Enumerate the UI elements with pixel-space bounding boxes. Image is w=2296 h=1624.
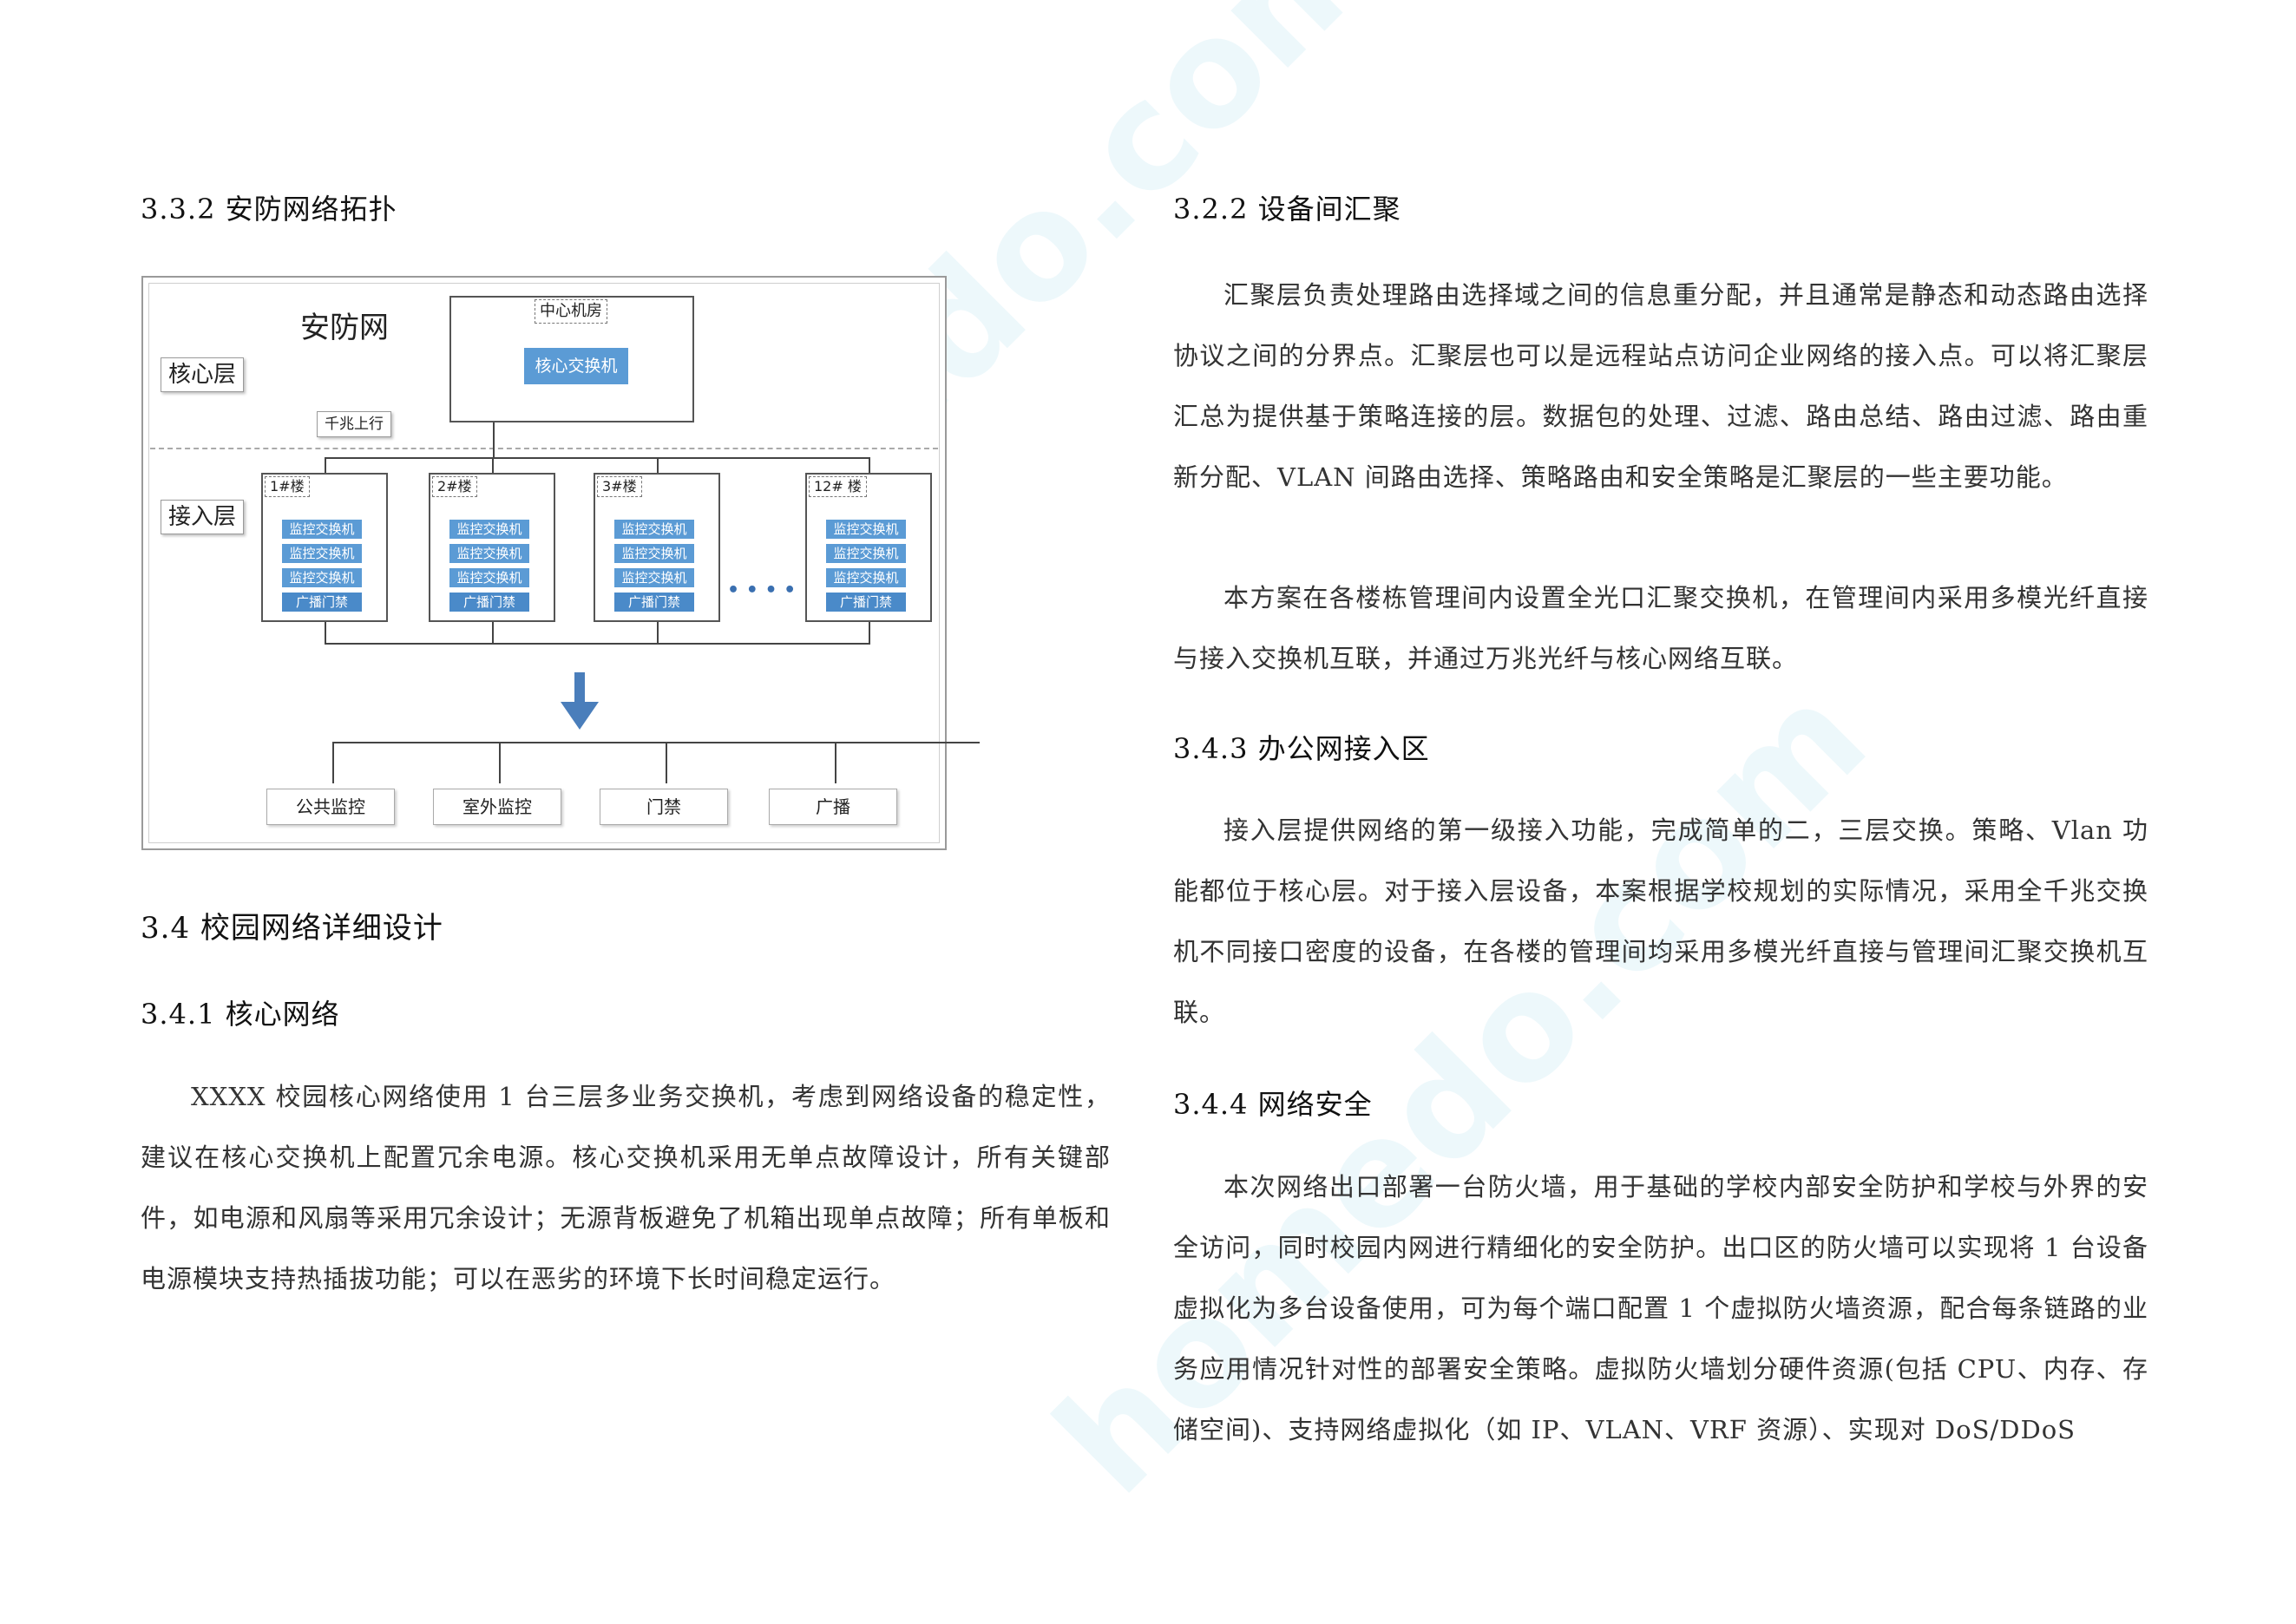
broadcast-access-item: 广播门禁 xyxy=(826,593,906,612)
top-bus-line xyxy=(325,457,869,459)
up-b1 xyxy=(325,622,326,643)
paragraph-aggregation-1: 汇聚层负责处理路由选择域之间的信息重分配，并且通常是静态和动态路由选择协议之间的… xyxy=(1173,280,2148,492)
broadcast-access-item: 广播门禁 xyxy=(282,593,362,612)
access-layer-label: 接入层 xyxy=(161,500,245,534)
building-name: 3#楼 xyxy=(597,476,642,497)
security-network-diagram: 安防网 核心层 接入层 中心机房 核心交换机 千兆上行 1#楼 监控交换机 监控… xyxy=(141,276,980,850)
up-b2 xyxy=(492,622,494,643)
building-2-box: 2#楼 监控交换机 监控交换机 监控交换机 广播门禁 xyxy=(429,473,555,622)
switch-item: 监控交换机 xyxy=(282,544,362,563)
broadcast-access-item: 广播门禁 xyxy=(614,593,694,612)
output-drop-4 xyxy=(835,742,836,783)
heading-3-4-4: 3.4.4 网络安全 xyxy=(1173,1088,1373,1121)
output-outdoor-monitoring: 室外监控 xyxy=(433,789,561,825)
uplink-label: 千兆上行 xyxy=(317,411,391,437)
down-arrow-icon xyxy=(561,672,599,730)
broadcast-access-item: 广播门禁 xyxy=(449,593,529,612)
drop-b1 xyxy=(325,457,326,473)
switch-item: 监控交换机 xyxy=(826,568,906,587)
switch-item: 监控交换机 xyxy=(449,544,529,563)
building-12-box: 12# 楼 监控交换机 监控交换机 监控交换机 广播门禁 xyxy=(805,473,932,622)
heading-3-4-1: 3.4.1 核心网络 xyxy=(141,998,340,1031)
building-3-box: 3#楼 监控交换机 监控交换机 监控交换机 广播门禁 xyxy=(594,473,720,622)
switch-item: 监控交换机 xyxy=(282,568,362,587)
drop-b12 xyxy=(869,457,870,473)
center-room-box: 中心机房 核心交换机 xyxy=(449,296,694,422)
switch-item: 监控交换机 xyxy=(449,568,529,587)
paragraph-core-network: XXXX 校园核心网络使用 1 台三层多业务交换机，考虑到网络设备的稳定性，建议… xyxy=(141,1082,1111,1293)
switch-item: 监控交换机 xyxy=(614,544,694,563)
output-bus-line xyxy=(332,742,980,743)
building-1-box: 1#楼 监控交换机 监控交换机 监控交换机 广播门禁 xyxy=(261,473,388,622)
switch-item: 监控交换机 xyxy=(449,520,529,539)
layer-divider xyxy=(150,448,938,449)
buildings-ellipsis: • • • • xyxy=(727,580,797,601)
heading-3-2-2: 3.2.2 设备间汇聚 xyxy=(1173,193,1401,226)
building-name: 1#楼 xyxy=(265,476,310,497)
core-layer-label: 核心层 xyxy=(161,357,245,392)
bottom-bus-line xyxy=(325,643,870,645)
heading-3-4: 3.4 校园网络详细设计 xyxy=(141,911,443,946)
switch-item: 监控交换机 xyxy=(826,544,906,563)
output-broadcast: 广播 xyxy=(769,789,897,825)
drop-b3 xyxy=(657,457,659,473)
switch-item: 监控交换机 xyxy=(614,520,694,539)
up-b3 xyxy=(657,622,659,643)
heading-3-3-2: 3.3.2 安防网络拓扑 xyxy=(141,193,397,226)
paragraph-office-access: 接入层提供网络的第一级接入功能，完成简单的二，三层交换。策略、Vlan 功能都位… xyxy=(1173,815,2148,1027)
core-switch: 核心交换机 xyxy=(524,348,628,384)
switch-item: 监控交换机 xyxy=(614,568,694,587)
paragraph-network-security: 本次网络出口部署一台防火墙，用于基础的学校内部安全防护和学校与外界的安全访问，同… xyxy=(1173,1172,2148,1444)
paragraph-aggregation-2: 本方案在各楼栋管理间内设置全光口汇聚交换机，在管理间内采用多模光纤直接与接入交换… xyxy=(1173,583,2148,673)
output-access-control: 门禁 xyxy=(600,789,728,825)
switch-item: 监控交换机 xyxy=(826,520,906,539)
core-down-line xyxy=(493,422,495,457)
output-drop-1 xyxy=(332,742,334,783)
building-name: 2#楼 xyxy=(432,476,477,497)
drop-b2 xyxy=(492,457,494,473)
output-drop-2 xyxy=(499,742,501,783)
up-b12 xyxy=(869,622,870,643)
switch-item: 监控交换机 xyxy=(282,520,362,539)
building-name: 12# 楼 xyxy=(809,476,867,497)
heading-3-4-3: 3.4.3 办公网接入区 xyxy=(1173,732,1430,765)
output-drop-3 xyxy=(666,742,667,783)
diagram-inner-frame xyxy=(148,283,940,843)
center-room-label: 中心机房 xyxy=(535,299,607,324)
diagram-title: 安防网 xyxy=(300,311,389,345)
output-public-monitoring: 公共监控 xyxy=(266,789,395,825)
